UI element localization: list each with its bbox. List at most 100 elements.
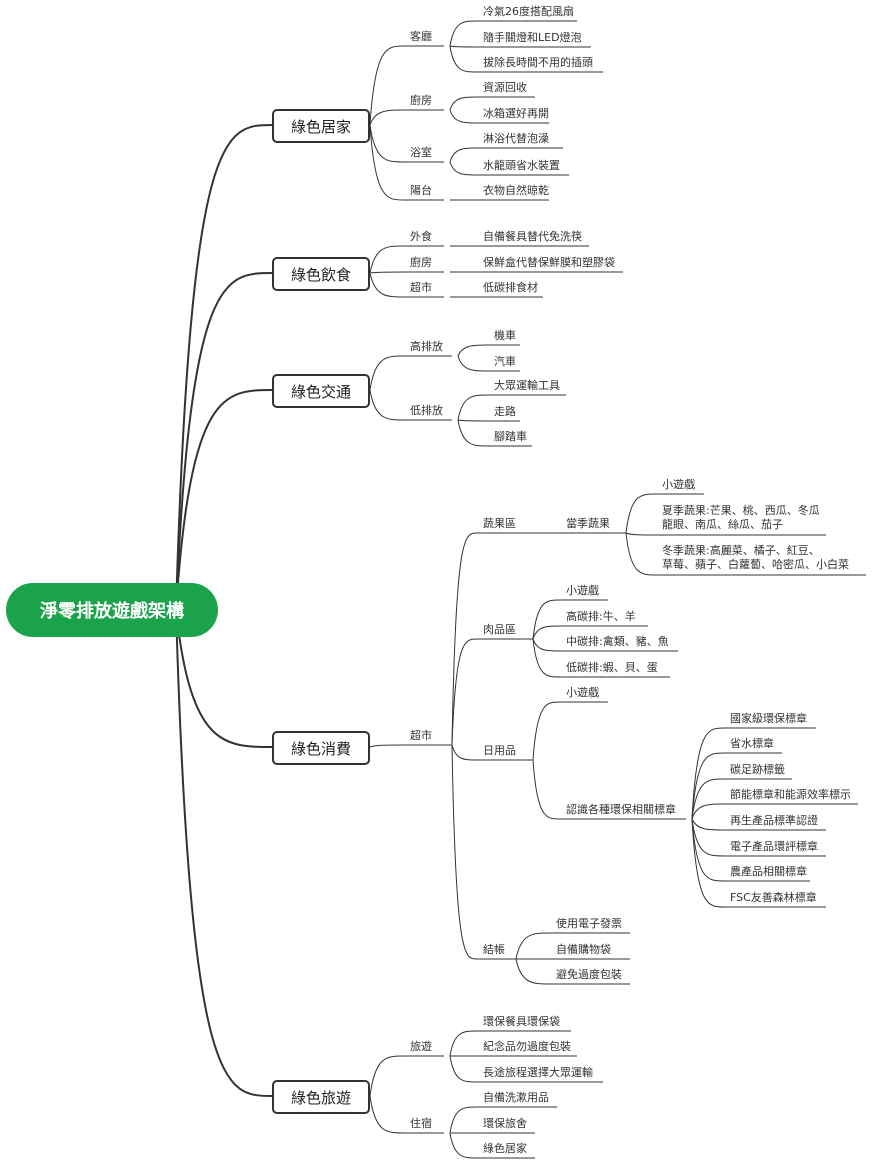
- connector: [449, 147, 478, 163]
- connector: [532, 759, 561, 820]
- topic-label: 夏季蔬果:芒果、桃、西瓜、冬瓜 龍眼、南瓜、絲瓜、茄子: [662, 504, 820, 531]
- topic-label: 淋浴代替泡澡: [483, 132, 549, 145]
- connector: [691, 727, 725, 820]
- connector: [449, 1055, 478, 1083]
- topic-label: 當季蔬果: [566, 517, 610, 530]
- topic-label: 環保餐具環保袋: [483, 1015, 560, 1028]
- connector: [369, 744, 405, 748]
- root-topic: 淨零排放遊戲架構: [6, 583, 218, 637]
- connector: [369, 355, 405, 391]
- topic-label: 腳踏車: [494, 430, 527, 443]
- topic-label: 省水標章: [730, 737, 774, 750]
- topic-label: 使用電子發票: [556, 917, 622, 930]
- connector: [451, 744, 478, 960]
- topic-label: 高碳排:牛、羊: [566, 610, 636, 623]
- connector: [515, 958, 551, 985]
- topic-label: 電子產品環評標章: [730, 840, 818, 853]
- branch-green-travel: 綠色旅遊: [272, 1080, 370, 1114]
- connector: [451, 532, 478, 746]
- topic-label: 中碳排:禽類、豬、魚: [566, 635, 669, 648]
- connector: [691, 778, 725, 820]
- topic-label: 蔬果區: [483, 517, 516, 530]
- topic-label: 自備購物袋: [556, 943, 611, 956]
- topic-label: 小遊戲: [662, 478, 695, 491]
- topic-label: 結帳: [483, 943, 505, 956]
- trunk-connector: [175, 609, 274, 1097]
- connector: [449, 1132, 478, 1159]
- connector: [691, 818, 725, 908]
- topic-label: 汽車: [494, 355, 516, 368]
- connector: [625, 532, 657, 536]
- trunk-connector: [175, 124, 274, 611]
- topic-label: 認識各種環保相關標章: [566, 803, 676, 816]
- topic-label: 衣物自然晾乾: [483, 184, 549, 197]
- topic-label: 自備餐具替代免洗筷: [483, 230, 582, 243]
- topic-label: 拔除長時間不用的插頭: [483, 56, 593, 69]
- topic-label: 超市: [410, 281, 432, 294]
- connector: [451, 744, 478, 761]
- topic-label: 小遊戲: [566, 584, 599, 597]
- topic-label: 日用品: [483, 744, 516, 757]
- connector: [449, 1106, 478, 1134]
- topic-label: 外食: [410, 230, 432, 243]
- connector: [691, 818, 725, 857]
- connector: [457, 419, 489, 447]
- topic-label: 環保旅舍: [483, 1117, 527, 1130]
- topic-label: 保鮮盒代替保鮮膜和塑膠袋: [483, 256, 615, 269]
- connector: [457, 394, 489, 421]
- branch-green-diet: 綠色飲食: [272, 257, 370, 291]
- topic-label: 陽台: [410, 184, 432, 197]
- connector: [532, 599, 561, 640]
- connector: [691, 803, 725, 820]
- connector: [457, 355, 489, 372]
- connector: [449, 96, 478, 111]
- topic-label: 節能標章和能源效率標示: [730, 788, 851, 801]
- topic-label: 再生產品標準認證: [730, 814, 818, 827]
- topic-label: 自備洗漱用品: [483, 1091, 549, 1104]
- trunk-connector: [175, 272, 274, 611]
- connector: [369, 1055, 405, 1097]
- connector: [625, 532, 657, 576]
- topic-label: 高排放: [410, 340, 443, 353]
- connector: [449, 1030, 478, 1057]
- connector: [369, 271, 405, 274]
- topic-label: 住宿: [410, 1117, 432, 1130]
- connector: [449, 45, 478, 73]
- topic-label: 水龍頭省水裝置: [483, 159, 560, 172]
- topic-label: 資源回收: [483, 81, 527, 94]
- topic-label: 冬季蔬果:高麗菜、橘子、紅豆、 草莓、蘋子、白蘿蔔、哈密瓜、小白菜: [662, 544, 849, 571]
- topic-label: 綠色居家: [483, 1142, 527, 1155]
- connector: [532, 701, 561, 761]
- topic-label: 旅遊: [410, 1040, 432, 1053]
- connector: [449, 109, 478, 124]
- topic-label: 紀念品勿過度包裝: [483, 1040, 571, 1053]
- connector: [369, 109, 405, 126]
- topic-label: 大眾運輸工具: [494, 379, 560, 392]
- connector: [691, 818, 725, 831]
- branch-green-home: 綠色居家: [272, 109, 370, 143]
- connector: [369, 124, 405, 163]
- connector: [625, 493, 657, 534]
- topic-label: 冷氣26度搭配風扇: [483, 5, 574, 18]
- topic-label: 低排放: [410, 404, 443, 417]
- connector: [369, 272, 405, 298]
- topic-label: 農產品相關標章: [730, 865, 807, 878]
- connector: [369, 1095, 405, 1134]
- branch-green-consumption: 綠色消費: [272, 731, 370, 765]
- topic-label: 避免過度包裝: [556, 968, 622, 981]
- connector: [369, 45, 405, 126]
- connector: [457, 344, 489, 357]
- topic-label: 機車: [494, 329, 516, 342]
- topic-label: FSC友善森林標章: [730, 891, 817, 904]
- topic-label: 低碳排:蝦、貝、蛋: [566, 661, 658, 674]
- trunk-connector: [175, 609, 274, 748]
- topic-label: 廚房: [410, 94, 432, 107]
- topic-label: 隨手關燈和LED燈泡: [483, 31, 582, 44]
- topic-label: 長途旅程選擇大眾運輸: [483, 1066, 593, 1079]
- topic-label: 低碳排食材: [483, 281, 538, 294]
- branch-green-transport: 綠色交通: [272, 374, 370, 408]
- connector: [369, 389, 405, 421]
- trunk-connector: [175, 389, 274, 611]
- connector: [369, 245, 405, 274]
- connector: [532, 638, 561, 678]
